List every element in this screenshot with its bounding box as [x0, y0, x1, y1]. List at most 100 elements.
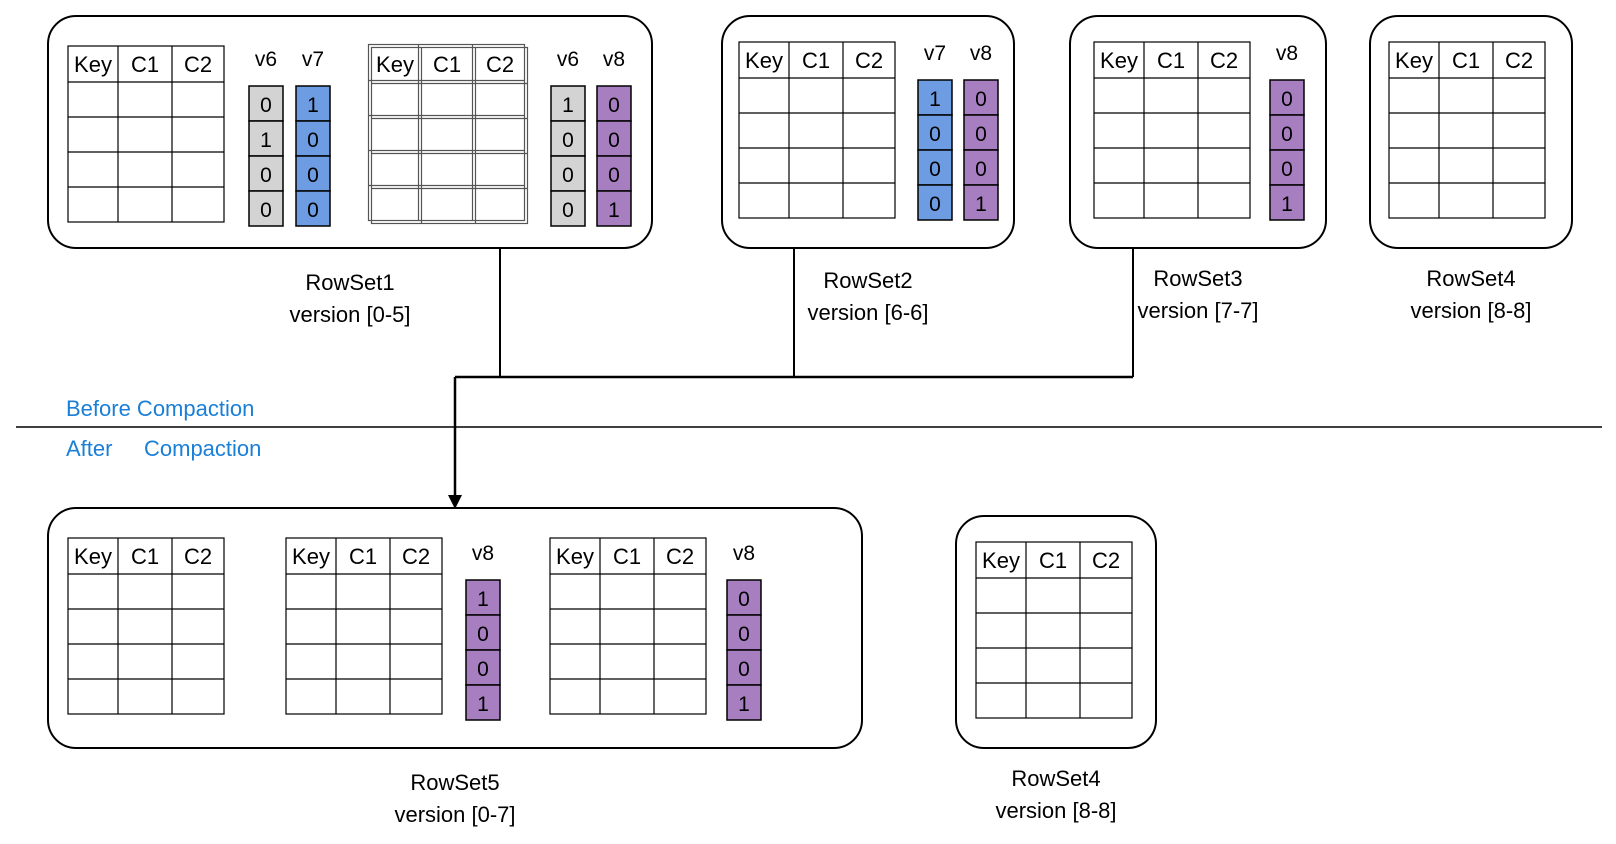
table-header-c2: C2 — [486, 52, 514, 77]
bitmap-bit: 0 — [975, 123, 987, 146]
bitmap-cell — [726, 684, 762, 721]
table-header-c1: C1 — [613, 544, 641, 569]
table-header-c1: C1 — [1452, 48, 1480, 73]
bitmap-version-label: v8 — [603, 48, 625, 71]
table-header-c1: C1 — [349, 544, 377, 569]
bitmap-bit: 0 — [477, 658, 489, 681]
bitmap-cell — [917, 114, 953, 151]
table-header-key: Key — [556, 544, 594, 569]
rowset5-bitmap-v8-a: v8 1 0 0 1 — [465, 542, 501, 721]
table-header-c2: C2 — [184, 544, 212, 569]
table-header-c2: C2 — [1092, 548, 1120, 573]
rowset5: Key C1 C2 Key C1 C2 v8 1 0 0 1 Key C1 C2 v8 0 0 0 1 Ro… — [47, 507, 863, 827]
bitmap-bit: 0 — [608, 129, 620, 152]
bitmap-cell — [726, 579, 762, 616]
bitmap-bit: 0 — [307, 164, 319, 187]
bitmap-cell — [596, 120, 632, 157]
bitmap-cell — [596, 190, 632, 227]
bitmap-cell — [295, 155, 331, 192]
table-header-c1: C1 — [1157, 48, 1185, 73]
bitmap-cell — [248, 120, 284, 157]
bitmap-bit: 1 — [260, 129, 272, 152]
table-border — [975, 541, 1133, 719]
bitmap-version-label: v7 — [924, 42, 946, 65]
bitmap-cell — [917, 184, 953, 221]
table-header-c2: C2 — [1505, 48, 1533, 73]
bitmap-cell — [917, 149, 953, 186]
bitmap-bit: 0 — [307, 129, 319, 152]
table-border — [67, 45, 225, 223]
bitmap-version-label: v8 — [472, 542, 494, 565]
bitmap-bit: 0 — [562, 129, 574, 152]
bitmap-version-label: v8 — [1276, 42, 1298, 65]
table-border — [285, 537, 443, 715]
table-header-c1: C1 — [802, 48, 830, 73]
bitmap-bit: 1 — [477, 588, 489, 611]
bitmap-cell — [963, 114, 999, 151]
bitmap-bit: 1 — [608, 199, 620, 222]
rowset4-after-box — [955, 515, 1157, 749]
bitmap-bit: 0 — [608, 164, 620, 187]
table-header-key: Key — [376, 52, 414, 77]
rowset1-bitmap-v8: v8 0 0 0 1 — [596, 48, 632, 227]
bitmap-cell — [465, 579, 501, 616]
bitmap-cell — [295, 190, 331, 227]
rowset3-name: RowSet3 — [1153, 266, 1242, 291]
rowset1-table-2: Key C1 C2 — [367, 43, 529, 225]
rowset1-version: version [0-5] — [289, 302, 410, 327]
table-header-key: Key — [74, 544, 112, 569]
bitmap-cell — [550, 120, 586, 157]
table-header-c2: C2 — [402, 544, 430, 569]
table-header-key: Key — [292, 544, 330, 569]
bitmap-cell — [248, 85, 284, 122]
bitmap-cell — [550, 155, 586, 192]
rowset5-name: RowSet5 — [410, 770, 499, 795]
rowset2-name: RowSet2 — [823, 268, 912, 293]
bitmap-bit: 0 — [260, 199, 272, 222]
rowset4-after-name: RowSet4 — [1011, 766, 1100, 791]
bitmap-bit: 0 — [477, 623, 489, 646]
bitmap-cell — [1269, 184, 1305, 221]
rowset3-version: version [7-7] — [1137, 298, 1258, 323]
bitmap-cell — [963, 184, 999, 221]
bitmap-bit: 0 — [975, 88, 987, 111]
table-header-key: Key — [1100, 48, 1138, 73]
rowset5-table-3: Key C1 C2 — [549, 537, 707, 715]
bitmap-bit: 0 — [929, 123, 941, 146]
bitmap-version-label: v8 — [733, 542, 755, 565]
bitmap-bit: 1 — [477, 693, 489, 716]
bitmap-cell — [465, 649, 501, 686]
bitmap-bit: 0 — [562, 164, 574, 187]
bitmap-bit: 1 — [1281, 193, 1293, 216]
bitmap-bit: 1 — [975, 193, 987, 216]
bitmap-cell — [550, 190, 586, 227]
bitmap-version-label: v6 — [557, 48, 579, 71]
table-header-c2: C2 — [666, 544, 694, 569]
bitmap-bit: 0 — [1281, 88, 1293, 111]
table-header-c2: C2 — [855, 48, 883, 73]
rowset5-version: version [0-7] — [394, 802, 515, 827]
bitmap-bit: 0 — [738, 623, 750, 646]
before-compaction-label: Before Compaction — [66, 396, 254, 421]
table-border — [367, 43, 526, 222]
table-header-c1: C1 — [433, 52, 461, 77]
bitmap-bit: 0 — [608, 94, 620, 117]
table-border — [1388, 41, 1546, 219]
bitmap-cell — [596, 155, 632, 192]
bitmap-cell — [1269, 149, 1305, 186]
table-border — [549, 537, 707, 715]
bitmap-bit: 0 — [260, 94, 272, 117]
bitmap-bit: 0 — [929, 193, 941, 216]
